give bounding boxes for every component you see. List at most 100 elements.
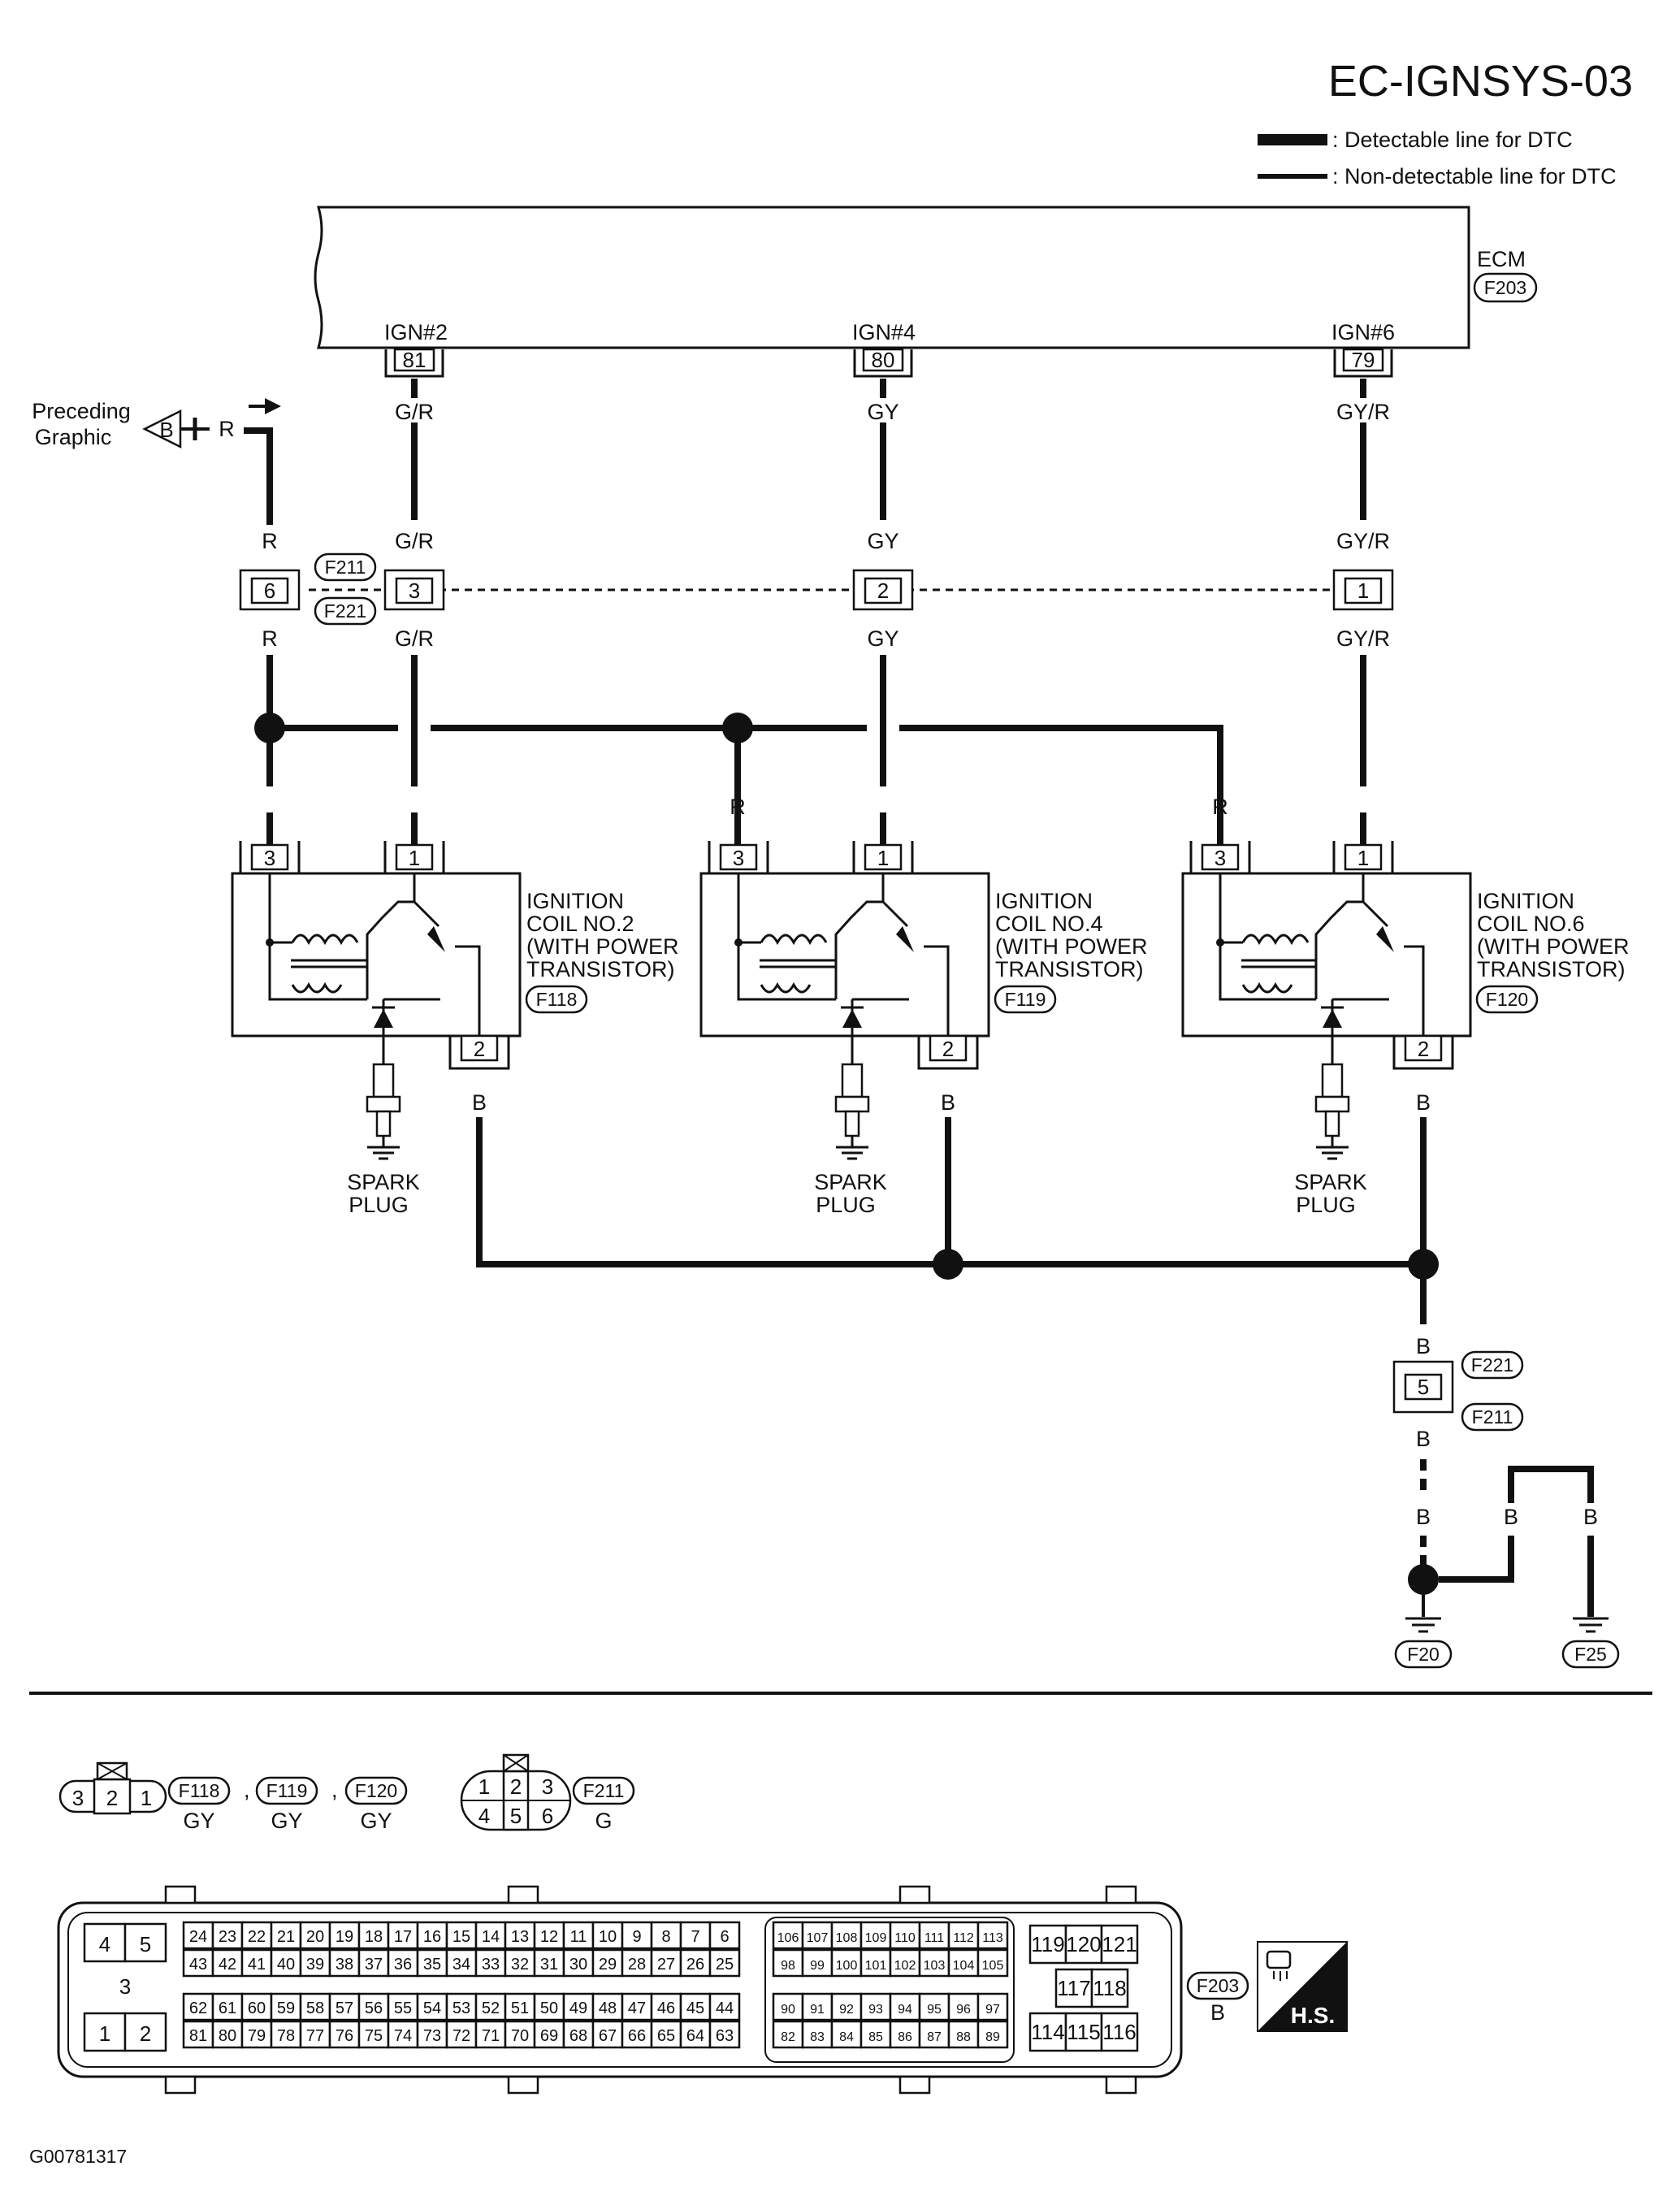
svg-text:4: 4 [478,1804,490,1828]
ecm-pin-number: 16 [423,1928,441,1946]
wire-labels-upper: G/R GY GY/R R G/R GY GY/R R G/R GY GY/R [262,400,1390,651]
ecm-pin-number: 32 [511,1956,529,1974]
ecm-pin-number: 19 [336,1928,353,1946]
ecm-pin-cell [504,2020,536,2049]
svg-text:2: 2 [510,1774,522,1799]
preceding-label-line2: Graphic [35,425,112,449]
svg-text:R: R [730,795,746,819]
ecm-pin-number: 45 [686,2000,704,2017]
coil2-pin1: 1 [409,846,420,870]
ecm-pin-cell [591,2020,624,2049]
ecm-pin-number: 17 [394,1928,412,1946]
ecm-pin-number: 46 [657,2000,675,2017]
ecm-pin-number: 59 [277,2000,295,2017]
coil4-spark-plug-icon [834,1063,870,1160]
svg-text:R: R [262,529,278,553]
ecm-pin-number: 21 [277,1928,295,1946]
ecm-pin-number: 38 [336,1956,353,1974]
ecm-pin-number: 8 [661,1928,670,1946]
ecm-pin-number: 34 [452,1956,470,1974]
ecm-pin-number: 111 [924,1931,944,1945]
svg-text:120: 120 [1066,1932,1101,1956]
ecm-pin-number: 48 [599,2000,617,2017]
ecm-pin-number: 49 [569,2000,587,2017]
ecm-pin-cell [328,2020,361,2049]
ecm-pin-number: 88 [956,2030,971,2044]
ecm-signal-ign2: IGN#2 [384,320,448,344]
ecm-pin-number: 97 [985,2003,1000,2017]
svg-text:PLUG: PLUG [349,1193,409,1217]
ecm-pin-number: 35 [423,1956,441,1974]
legend: : Detectable line for DTC : Non-detectab… [1258,128,1617,188]
ecm-pin-number: 70 [511,2027,529,2045]
ecm-pin-80 [862,348,904,372]
svg-text:F118: F118 [179,1780,220,1801]
ecm-pin-cell [976,2020,1009,2049]
ecm-pin-cell [211,1992,244,2021]
ecm-pin-number: 113 [982,1931,1003,1945]
junction-r-1 [254,713,285,743]
ecm-pin-number: 65 [657,2027,675,2045]
ecm-pin-cell [533,1948,565,1978]
svg-text:114: 114 [1031,2020,1064,2044]
ecm-pin-number: 112 [953,1931,974,1945]
ecm-pin-number: 55 [394,2000,412,2017]
ecm-pin-cell [801,2020,834,2049]
ecm-pin-cell [650,2020,682,2049]
ecm-pin-cell [182,1948,214,1978]
svg-text:G: G [595,1809,612,1833]
coil6-pin2: 2 [1418,1037,1429,1061]
ecm-pin-number: 68 [569,2027,587,2045]
ecm-pin-number: 51 [511,2000,529,2017]
ignition-coil-no6: 3 1 2 SPARK PLUG IGNITION COIL NO.6 (WIT… [1181,841,1629,1217]
ecm-pin-cell [830,1921,863,1950]
ecm-pin-cell [918,2020,950,2049]
legend-detectable-swatch [1258,134,1327,145]
ecm-pin-number: 27 [657,1956,675,1974]
joint-connector-f211-badge [314,552,377,582]
ground-f25-label: F25 [1574,1644,1607,1665]
coil6-pin1: 1 [1357,846,1369,870]
ecm-pin-number: 74 [394,2027,412,2045]
coil-connector-view: 3 2 1 F118 GY , F119 GY , F120 GY [58,1761,408,1833]
ecm-pin-number: 50 [540,2000,558,2017]
ecm-pin-number: 96 [956,2003,971,2017]
ecm-pin-number: 95 [927,2003,942,2017]
ecm-pin-cell [708,1948,741,1978]
coil2-label-line2: COIL NO.2 [526,912,634,936]
ecm-pin-cell [801,1992,834,2021]
ecm-pin-cell [416,1948,448,1978]
ecm-pin-number: 105 [982,1959,1004,1973]
ecm-pin-number: 109 [865,1931,887,1945]
coil4-label-line2: COIL NO.4 [995,912,1103,936]
ecm-pin-cell [621,1921,653,1950]
legend-non-detectable-label: : Non-detectable line for DTC [1332,164,1617,188]
ecm-connector-badge [1473,272,1538,303]
svg-text:6: 6 [542,1804,553,1828]
ecm-pin-number: 84 [839,2030,854,2044]
coil2-spark-plug-icon [366,1063,401,1160]
ecm-pin-cell [801,1921,834,1950]
ecm-pin-number: 90 [781,2003,795,2017]
joint-connector-f211: F211 [325,557,366,578]
ecm-pin-number: 18 [365,1928,383,1946]
junction-b-2 [1408,1249,1439,1280]
ecm-pin-number: 98 [781,1959,795,1973]
svg-text:B: B [941,1090,955,1115]
ecm-pin-number: 58 [306,2000,324,2017]
ecm-pin-cell [445,2020,478,2049]
ecm-pin-number: 77 [306,2027,324,2045]
ecm-pin-number: 28 [628,1956,646,1974]
svg-text:3: 3 [409,578,420,603]
svg-text:1: 1 [1357,578,1369,603]
svg-text:PLUG: PLUG [816,1193,876,1217]
ecm-pin-cell [679,1992,712,2021]
ecm-pin-number: 99 [810,1959,825,1973]
ecm-label: ECM [1477,247,1526,271]
svg-text:SPARK: SPARK [347,1170,420,1194]
svg-text:R: R [1212,795,1228,819]
coil6-connector: F120 [1486,989,1528,1010]
ecm-pin-number: 13 [511,1928,529,1946]
joint-connector-row: 6 3 2 1 F211 F221 [239,552,1394,626]
